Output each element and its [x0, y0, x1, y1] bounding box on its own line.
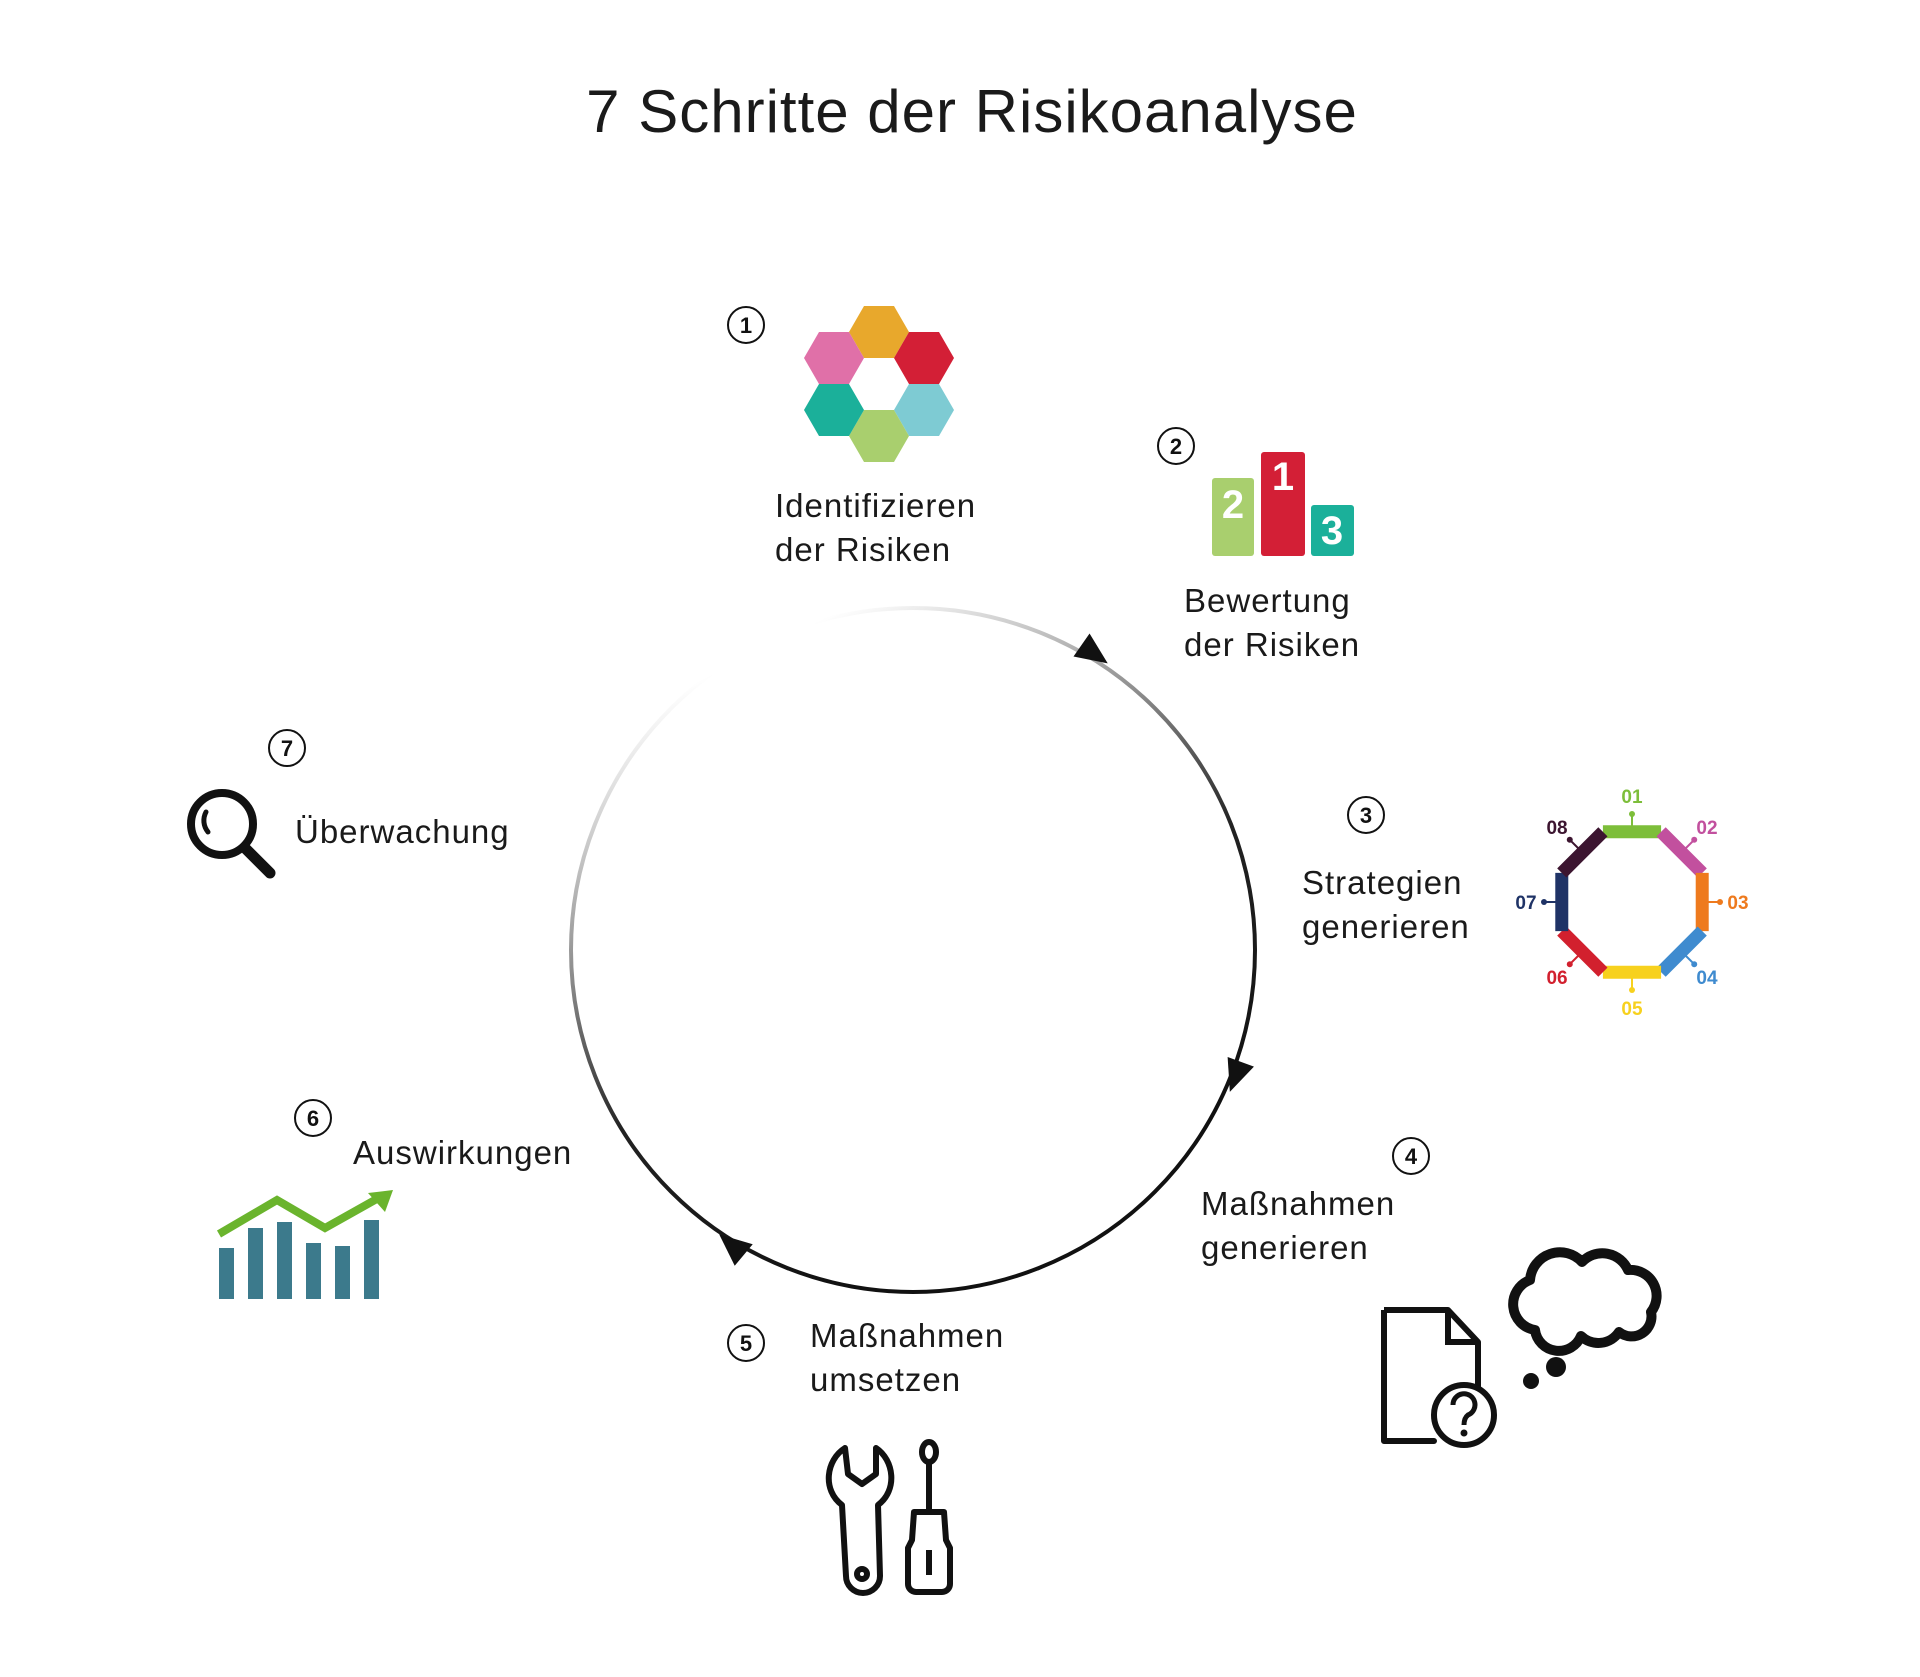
octagon-dot	[1541, 899, 1547, 905]
step-number: 2	[1170, 434, 1182, 459]
step-4: 4 Maßnahmen generieren	[1201, 1137, 1662, 1448]
step-number-badge	[1392, 1137, 1430, 1175]
step-number-badge	[268, 729, 306, 767]
octagon-icon: 01 02 03 04 05 06 07 08	[1515, 787, 1748, 1020]
step-number: 5	[740, 1331, 752, 1356]
octagon-label: 02	[1696, 818, 1717, 839]
step-1: 1 Identifizieren der Risiken	[727, 306, 976, 568]
step-2: 2 Bewertung der Risiken 2 1 3	[1157, 427, 1360, 663]
step-number-badge	[727, 1324, 765, 1362]
octagon-dot	[1691, 961, 1698, 968]
octagon-segment	[1656, 827, 1707, 878]
octagon-dot	[1629, 987, 1635, 993]
hexagon	[804, 332, 864, 384]
step-number: 1	[740, 313, 752, 338]
octagon-label: 07	[1515, 893, 1536, 914]
step-7: 7 Überwachung	[187, 729, 510, 879]
octagon-dot	[1717, 899, 1723, 905]
arrowhead-icon	[1073, 633, 1108, 664]
octagon-segment	[1656, 926, 1707, 977]
step-number: 4	[1405, 1144, 1418, 1169]
octagon-dot	[1691, 836, 1698, 843]
step-number: 3	[1360, 803, 1372, 828]
step-label: der Risiken	[775, 531, 951, 568]
octagon-segment	[1557, 827, 1608, 878]
podium-icon: 2 1 3	[1212, 452, 1354, 556]
thought-cloud-icon	[1508, 1247, 1662, 1389]
step-number-badge	[1347, 796, 1385, 834]
step-3: 3 Strategien generieren 01 02 03 04 05 06 07 08	[1302, 787, 1749, 1020]
octagon-label: 01	[1621, 787, 1643, 808]
hexagon-cluster-icon	[804, 306, 954, 462]
hexagon	[894, 332, 954, 384]
octagon-label: 03	[1727, 893, 1748, 914]
hexagon	[894, 384, 954, 436]
step-label: Strategien	[1302, 864, 1462, 901]
step-label: Identifizieren	[775, 487, 976, 524]
podium-third: 3	[1321, 509, 1343, 553]
octagon-dot	[1566, 836, 1573, 843]
step-label: Überwachung	[295, 813, 510, 850]
arrowhead-icon	[1227, 1057, 1254, 1092]
step-number: 6	[307, 1106, 319, 1131]
hexagon	[849, 410, 909, 462]
bar-chart-trend-icon	[216, 1190, 393, 1299]
wrench-icon	[825, 1445, 895, 1596]
step-label: Auswirkungen	[353, 1134, 572, 1171]
step-label: generieren	[1201, 1229, 1369, 1266]
step-label: der Risiken	[1184, 626, 1360, 663]
octagon-dot	[1629, 811, 1635, 817]
step-label: Maßnahmen	[810, 1317, 1004, 1354]
podium-first: 1	[1272, 455, 1294, 499]
octagon-label: 08	[1546, 818, 1567, 839]
hexagon	[804, 384, 864, 436]
step-label: umsetzen	[810, 1361, 961, 1398]
step-label: Maßnahmen	[1201, 1185, 1395, 1222]
screwdriver-icon	[905, 1439, 953, 1595]
hexagon	[849, 306, 909, 358]
step-number-badge	[294, 1099, 332, 1137]
step-number-badge	[727, 306, 765, 344]
step-number: 7	[281, 736, 293, 761]
step-5: 5 Maßnahmen umsetzen	[727, 1317, 1004, 1596]
page-title: 7 Schritte der Risikoanalyse	[586, 78, 1358, 145]
octagon-label: 05	[1621, 999, 1643, 1020]
step-label: Bewertung	[1184, 582, 1351, 619]
arrowhead-icon	[719, 1234, 753, 1266]
step-6: 6 Auswirkungen	[216, 1099, 572, 1299]
magnifier-icon	[187, 789, 276, 879]
document-question-icon	[1381, 1307, 1497, 1448]
step-number-badge	[1157, 427, 1195, 465]
step-label: generieren	[1302, 908, 1470, 945]
octagon-label: 06	[1546, 968, 1567, 989]
octagon-dot	[1566, 961, 1573, 968]
podium-second: 2	[1222, 483, 1244, 527]
octagon-label: 04	[1696, 968, 1718, 989]
cycle-ring	[569, 606, 1257, 1294]
octagon-segment	[1557, 926, 1608, 977]
